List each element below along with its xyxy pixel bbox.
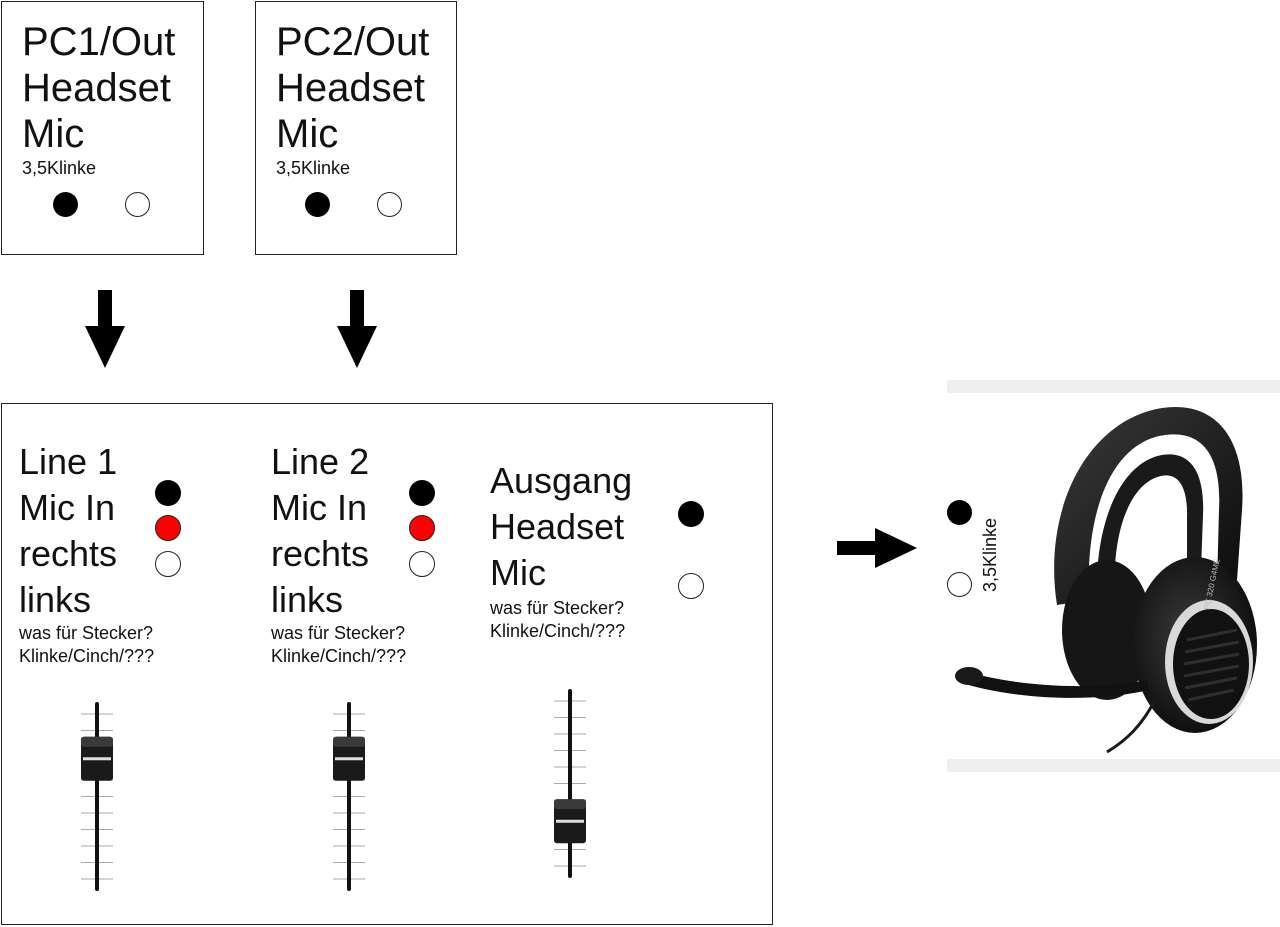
channel-fader-line2[interactable]: [324, 699, 374, 894]
plug-black-dot: [409, 480, 435, 506]
headset-icon: PC 320 G4ME: [955, 406, 1257, 754]
channel-note-line1: was für Stecker? Klinke/Cinch/???: [19, 623, 155, 666]
arrow-right-icon: [837, 528, 917, 568]
plug-black-dot: [305, 192, 330, 217]
source-box-pc2: PC2/Out Headset Mic 3,5Klinke: [255, 1, 457, 255]
channel-title-output: Ausgang Headset Mic: [490, 460, 633, 593]
plug-black-dot: [155, 480, 181, 506]
channel-title-line1: Line 1 Mic In rechts links: [19, 441, 118, 620]
photo-bottom-strip: [947, 759, 1280, 772]
channel-note-line2: was für Stecker? Klinke/Cinch/???: [271, 623, 407, 666]
source-box-pc1: PC1/Out Headset Mic 3,5Klinke: [1, 1, 204, 255]
channel-fader-line1[interactable]: [72, 699, 122, 894]
mixer-box: Line 1 Mic In rechts links was für Steck…: [1, 403, 773, 925]
source-title-pc2: PC2/Out Headset Mic: [276, 20, 430, 156]
photo-top-strip: [947, 380, 1280, 393]
fader-knob: [81, 736, 113, 781]
plug-white-dot: [947, 572, 972, 597]
plug-black-dot: [678, 501, 704, 527]
arrow-down-icon: [337, 290, 377, 368]
plug-white-dot: [409, 551, 435, 577]
channel-fader-output[interactable]: [545, 686, 595, 881]
channel-note-output: was für Stecker? Klinke/Cinch/???: [490, 598, 626, 641]
source-connector-pc2: 3,5Klinke: [276, 158, 351, 178]
fader-knob: [554, 799, 586, 844]
channel-title-line2: Line 2 Mic In rechts links: [271, 441, 370, 620]
plug-black-dot: [947, 500, 972, 525]
headset-photo-panel: 3,5Klinke: [947, 380, 1280, 772]
plug-red-dot: [155, 515, 181, 541]
plug-white-dot: [678, 573, 704, 599]
plug-white-dot: [155, 551, 181, 577]
fader-knob: [333, 736, 365, 781]
source-connector-pc1: 3,5Klinke: [22, 158, 97, 178]
plug-white-dot: [377, 192, 402, 217]
source-title-pc1: PC1/Out Headset Mic: [22, 20, 176, 156]
plug-white-dot: [125, 192, 150, 217]
plug-red-dot: [409, 515, 435, 541]
arrow-down-icon: [85, 290, 125, 368]
plug-black-dot: [53, 192, 78, 217]
